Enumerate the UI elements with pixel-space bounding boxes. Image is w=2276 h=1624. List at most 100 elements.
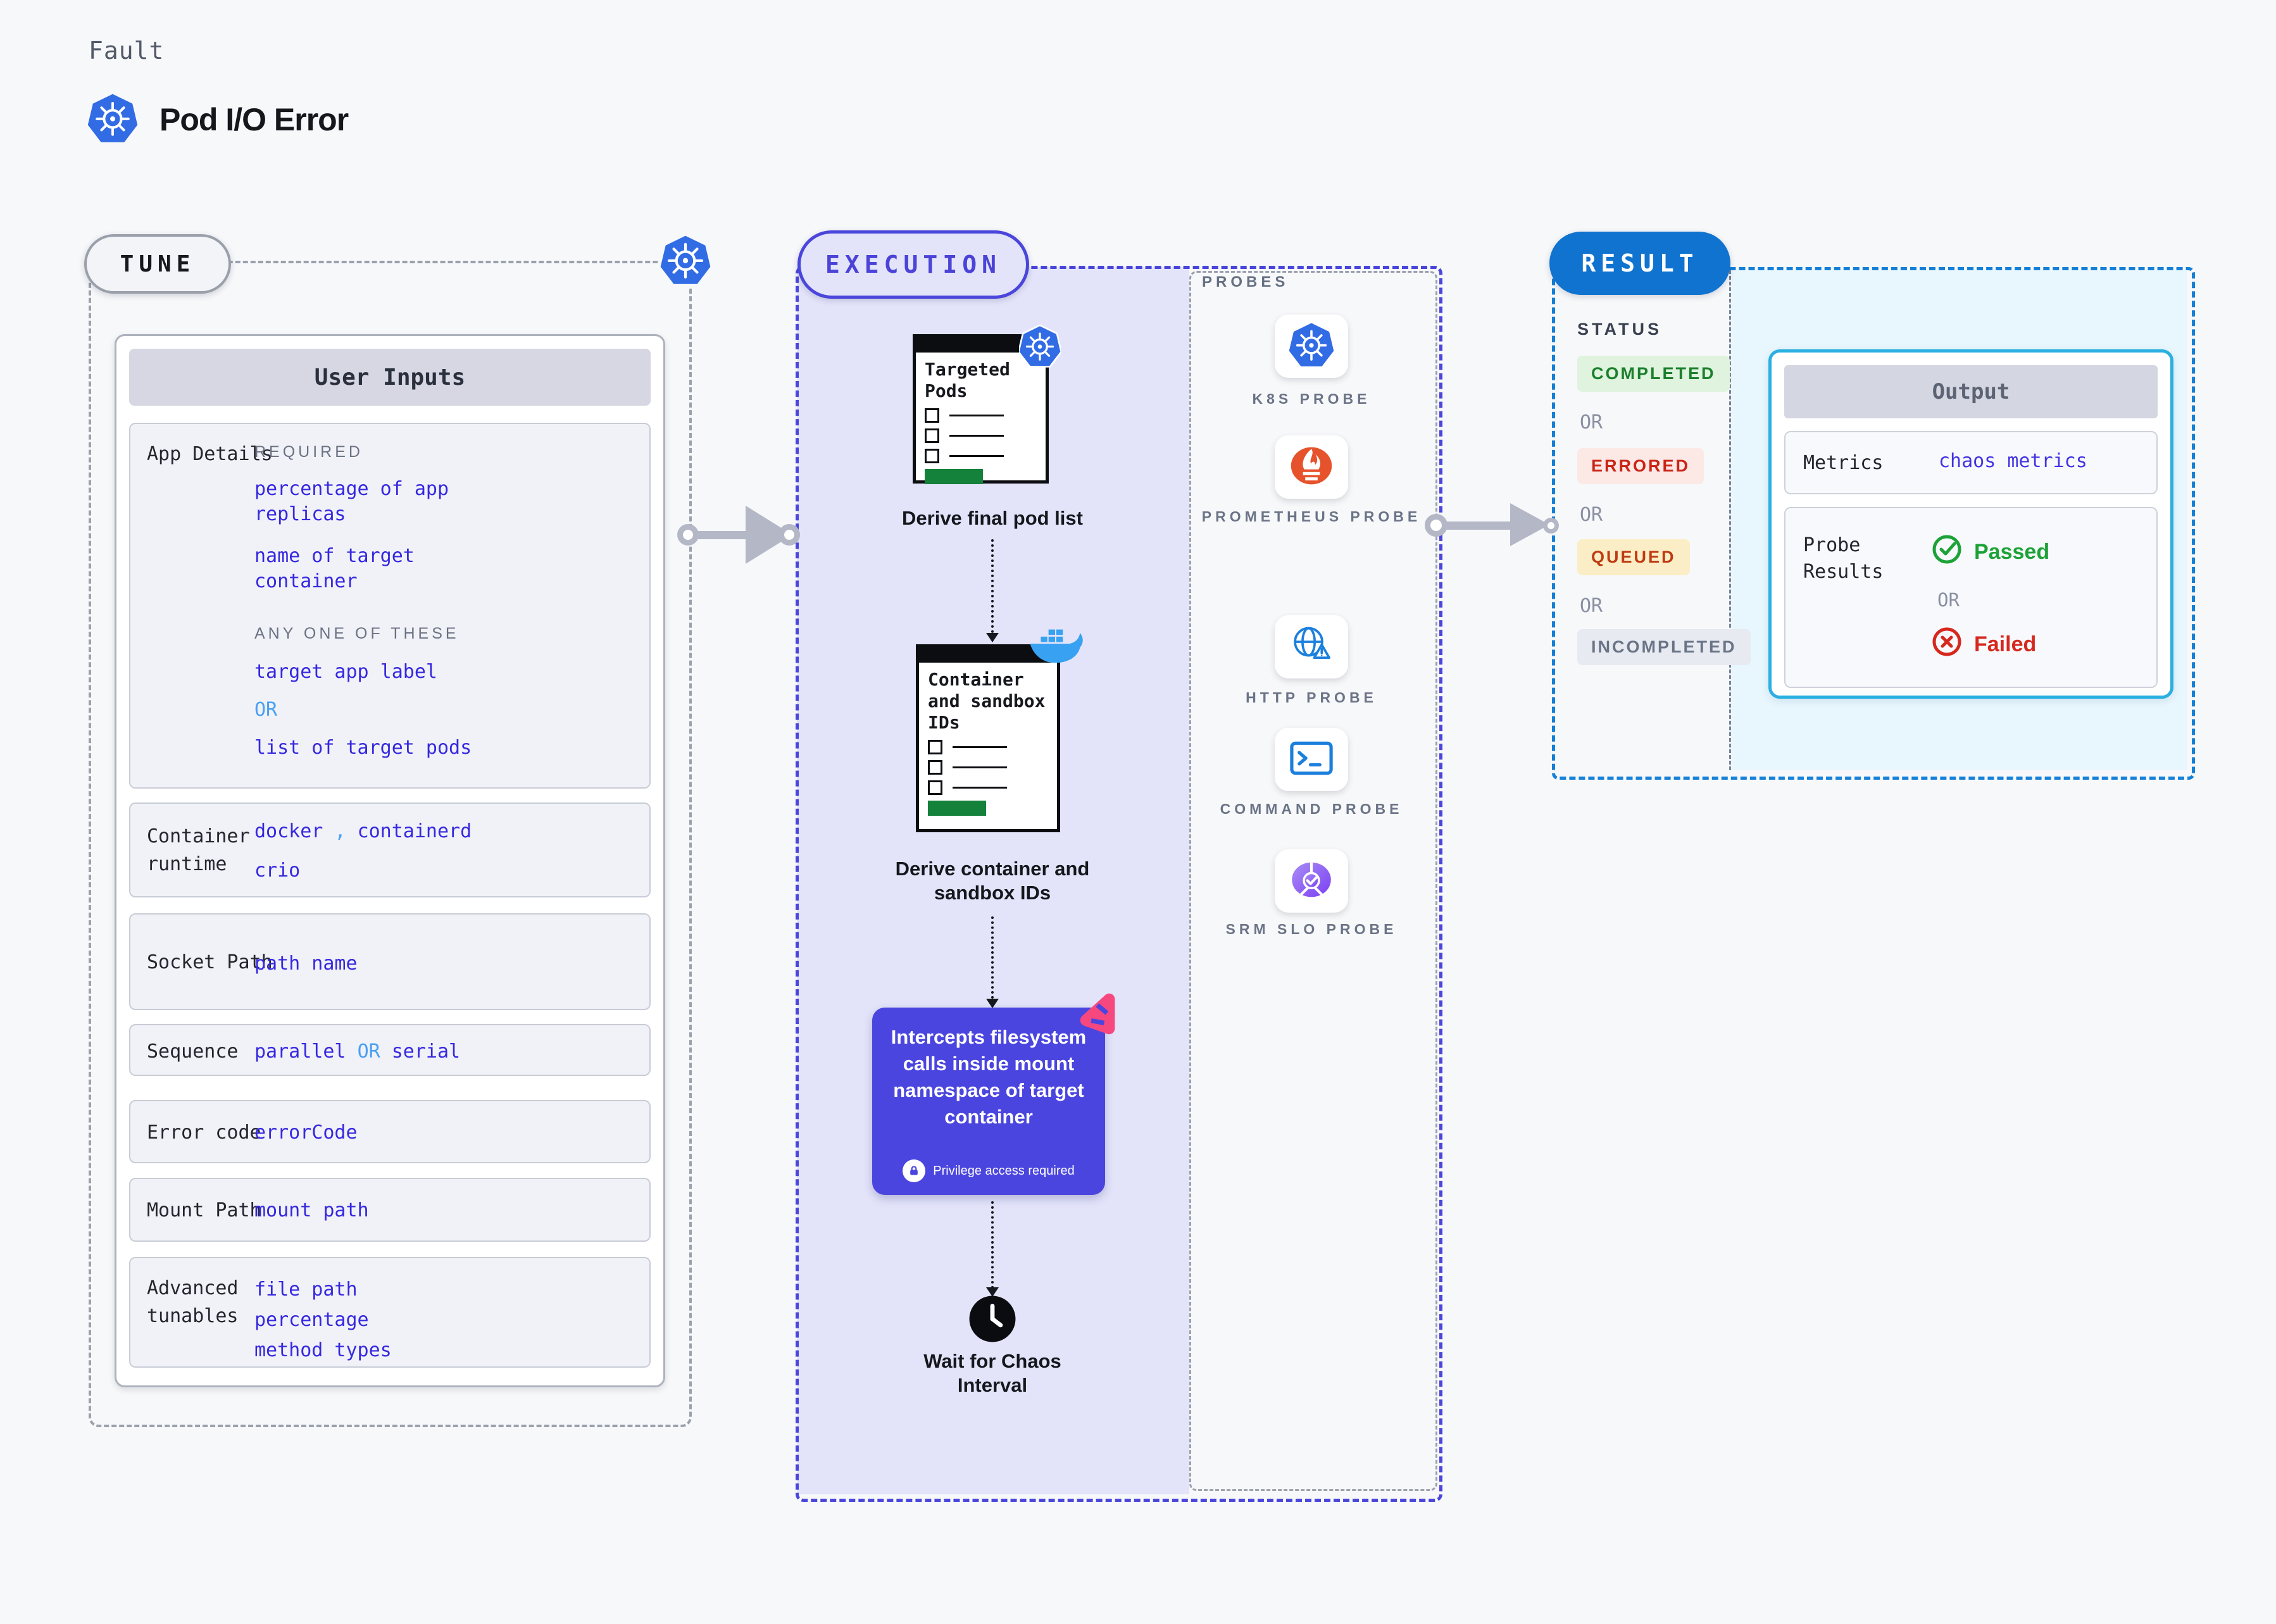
globe-warning-icon — [1288, 622, 1335, 671]
passed-result: Passed — [1931, 534, 2049, 571]
row-label: Error code — [147, 1121, 261, 1144]
user-inputs-header: User Inputs — [129, 349, 651, 406]
result-divider — [1729, 270, 1731, 770]
value-text: target app label — [254, 661, 437, 683]
arrow-down-icon — [986, 1287, 999, 1297]
step-caption: Wait for Chaos Interval — [923, 1350, 1061, 1396]
value-text: file path — [254, 1278, 358, 1301]
row-app-details: App Details REQUIRED percentage of app r… — [129, 423, 651, 789]
probe-card-command — [1275, 728, 1348, 791]
probe-name: PROMETHEUS PROBE — [1201, 508, 1422, 525]
privilege-note: Privilege access required — [872, 1159, 1105, 1182]
doc-title: Container and sandbox IDs — [928, 669, 1046, 733]
arrow-down-icon — [986, 999, 999, 1008]
status-badge-errored: ERRORED — [1577, 448, 1704, 484]
value-text: parallel — [254, 1040, 346, 1063]
row-label: Mount Path — [147, 1199, 261, 1221]
value-text: containerd — [357, 820, 472, 842]
value-text: path name — [254, 953, 358, 975]
user-inputs-panel: User Inputs App Details REQUIRED percent… — [115, 334, 665, 1387]
probe-card-http — [1275, 615, 1348, 678]
kubernetes-badge-icon — [1018, 324, 1062, 370]
probe-card-prometheus — [1275, 435, 1348, 499]
execution-pill: EXECUTION — [797, 230, 1029, 299]
value-text: errorCode — [254, 1121, 358, 1144]
value-text: method types — [254, 1339, 392, 1361]
kubernetes-icon — [87, 92, 138, 147]
checkbox-icon — [925, 449, 939, 463]
or-separator: OR — [1937, 589, 1960, 611]
or-separator: OR — [1580, 595, 1603, 617]
tune-pill: TUNE — [84, 234, 231, 294]
metrics-row: Metrics chaos metrics — [1784, 431, 2158, 494]
row-sequence: Sequence parallel OR serial — [129, 1024, 651, 1076]
row-mount-path: Mount Path mount path — [129, 1178, 651, 1242]
row-container-runtime: Container runtime docker , containerd cr… — [129, 803, 651, 897]
status-badge-queued: QUEUED — [1577, 539, 1690, 575]
terminal-icon — [1288, 739, 1335, 780]
passed-text: Passed — [1974, 540, 2050, 564]
row-advanced-tunables: Advanced tunables file path percentage m… — [129, 1257, 651, 1368]
value-text: name of target container — [254, 545, 415, 592]
flow-connector — [991, 1201, 994, 1289]
any-one-caption: ANY ONE OF THESE — [254, 625, 460, 642]
checkbox-icon — [925, 428, 939, 443]
value-text: mount path — [254, 1199, 369, 1221]
result-pill: RESULT — [1549, 232, 1730, 295]
lock-icon — [903, 1159, 926, 1182]
step-caption: Derive container and sandbox IDs — [895, 858, 1090, 904]
probe-card-srm-slo — [1275, 849, 1348, 913]
probe-results-row: Probe Results Passed OR — [1784, 507, 2158, 688]
row-error-code: Error code errorCode — [129, 1100, 651, 1163]
litmus-chaos-icon — [1067, 984, 1130, 1045]
kubernetes-icon — [658, 233, 713, 290]
x-circle-icon — [1931, 626, 1963, 663]
metrics-value: chaos metrics — [1939, 450, 2087, 472]
step-caption: Derive final pod list — [902, 507, 1083, 529]
progress-bar — [925, 469, 983, 484]
pod-checklist — [925, 408, 1046, 463]
value-text: docker — [254, 820, 323, 842]
probes-label: PROBES — [1202, 273, 1289, 290]
checkbox-icon — [928, 760, 942, 775]
slo-gauge-icon — [1288, 858, 1335, 904]
probe-name: COMMAND PROBE — [1220, 801, 1403, 817]
arrow-down-icon — [986, 633, 999, 642]
page-title-row: Pod I/O Error — [87, 92, 349, 147]
required-caption: REQUIRED — [254, 443, 363, 461]
row-label: Sequence — [147, 1040, 239, 1063]
separator-text: , — [334, 820, 346, 842]
page-title: Pod I/O Error — [159, 102, 349, 137]
value-text: list of target pods — [254, 737, 472, 759]
failed-text: Failed — [1974, 632, 2037, 656]
row-values: REQUIRED percentage of app replicas name… — [254, 443, 495, 761]
row-label: Container runtime — [147, 825, 250, 875]
status-badge-completed: COMPLETED — [1577, 356, 1730, 392]
status-label: STATUS — [1577, 320, 1662, 339]
row-socket-path: Socket Path path name — [129, 913, 651, 1010]
intercept-card: Intercepts filesystem calls inside mount… — [872, 993, 1115, 1195]
intercept-text: Intercepts filesystem calls inside mount… — [891, 1026, 1087, 1128]
checkbox-icon — [925, 408, 939, 423]
probe-name: HTTP PROBE — [1246, 689, 1377, 706]
tune-section-border — [89, 261, 692, 1427]
row-label: Socket Path — [147, 951, 273, 973]
targeted-pods-node: Targeted Pods — [913, 324, 1062, 484]
or-text: OR — [254, 699, 278, 721]
row-label: Advanced tunables — [147, 1277, 239, 1327]
or-separator: OR — [1580, 504, 1603, 526]
docker-badge-icon — [1025, 625, 1085, 669]
value-text: percentage of app replicas — [254, 478, 449, 525]
flow-connector — [991, 916, 994, 999]
metrics-label: Metrics — [1803, 452, 1884, 474]
probe-name: K8S PROBE — [1252, 390, 1371, 407]
row-label: App Details — [147, 443, 273, 465]
or-text: OR — [357, 1040, 380, 1063]
row-values: docker , containerd crio — [254, 819, 508, 884]
checkbox-icon — [928, 780, 942, 795]
privilege-note-text: Privilege access required — [933, 1163, 1075, 1178]
status-badge-incompleted: INCOMPLETED — [1577, 629, 1751, 665]
container-sandbox-node: Container and sandbox IDs — [916, 629, 1083, 832]
probe-results-label: Probe Results — [1803, 534, 1884, 583]
